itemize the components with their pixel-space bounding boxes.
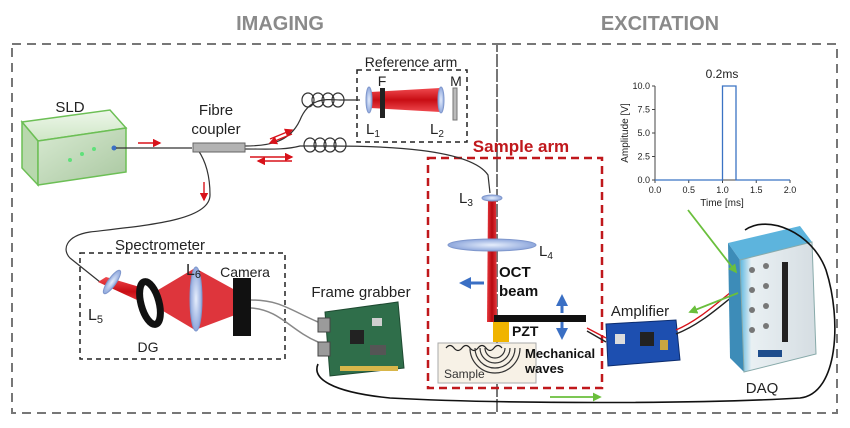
pzt-stage-bar — [494, 315, 586, 322]
y-tick-label: 10.0 — [632, 81, 650, 91]
reference-beam — [370, 88, 440, 112]
dg-label: DG — [138, 339, 159, 355]
sample-arm-box — [426, 156, 604, 390]
daq-label: DAQ — [746, 380, 779, 397]
reference-arm-label: Reference arm — [365, 54, 458, 70]
y-tick-label: 0.0 — [637, 175, 650, 185]
camera-cable — [250, 299, 319, 343]
fibre-coupler — [192, 142, 246, 153]
filter-label: F — [378, 73, 387, 89]
daq-device — [728, 226, 817, 373]
light-direction-arrows — [138, 128, 294, 202]
fibre-coupler-label-line2: coupler — [191, 121, 240, 138]
pulse-chart: 0.0 0.5 1.0 1.5 2.0 0.0 2.5 5.0 7.5 10.0 0.2ms T… — [620, 67, 796, 209]
lens-l3-label: L3 — [459, 190, 473, 209]
lens-l5 — [102, 269, 122, 295]
spectrometer-box — [79, 252, 286, 360]
chart-y-label: Amplitude [V] — [620, 103, 631, 163]
x-tick-label: 0.0 — [649, 185, 662, 195]
diffraction-grating-dg — [136, 278, 164, 328]
camera-sensor — [233, 278, 251, 336]
pzt-actuator — [493, 322, 509, 342]
fibre-coupler-label-line1: Fibre — [199, 102, 233, 119]
amplifier-label: Amplifier — [611, 303, 669, 320]
lens-l2-label: L2 — [430, 121, 444, 140]
lens-l4-label: L4 — [539, 243, 553, 262]
mechanical-waves-label-line2: waves — [524, 361, 564, 376]
chart-x-label: Time [ms] — [700, 198, 744, 209]
y-tick-label: 7.5 — [637, 105, 650, 115]
oct-beam-vertical — [487, 198, 497, 322]
y-tick-label: 2.5 — [637, 152, 650, 162]
oct-beam-label-line1: OCT — [499, 264, 531, 281]
lens-l3 — [481, 194, 503, 202]
excitation-header: EXCITATION — [601, 13, 719, 35]
y-tick-label: 5.0 — [637, 128, 650, 138]
imaging-frame — [11, 43, 498, 414]
mechanical-wave-arcs — [469, 347, 521, 374]
frame-grabber-board — [317, 301, 405, 377]
sld-label: SLD — [55, 99, 84, 116]
pzt-label: PZT — [512, 323, 539, 339]
signal-arrow-daq-to-amplifier — [688, 292, 739, 314]
signal-arrow-plot-to-daq — [687, 209, 738, 274]
pulse-width-annotation: 0.2ms — [706, 67, 739, 81]
frame-grabber-label: Frame grabber — [311, 284, 410, 301]
camera-label: Camera — [220, 264, 270, 280]
imaging-header: IMAGING — [236, 13, 324, 35]
x-tick-label: 0.5 — [682, 185, 695, 195]
mirror-label: M — [450, 73, 462, 89]
sample-surface-wave — [445, 344, 503, 352]
sample-arm-label: Sample arm — [473, 137, 569, 156]
filter-f — [380, 88, 385, 118]
sld-source — [20, 109, 128, 187]
x-tick-label: 1.5 — [750, 185, 763, 195]
lens-l1 — [365, 86, 373, 114]
lens-l6 — [189, 266, 203, 332]
mirror-m — [452, 87, 458, 121]
trigger-cable — [316, 223, 836, 404]
pulse-series-line — [655, 85, 790, 181]
lens-l2 — [437, 86, 445, 114]
lens-l1-label: L1 — [366, 121, 380, 140]
lens-l6-label: L6 — [186, 262, 201, 281]
oct-beam-label-line2: beam — [499, 283, 538, 300]
mechanical-waves-label-line1: Mechanical — [525, 346, 595, 361]
excitation-frame — [496, 43, 838, 414]
x-tick-label: 1.0 — [716, 185, 729, 195]
x-tick-label: 2.0 — [784, 185, 797, 195]
amplifier-board — [605, 319, 681, 367]
sample-label: Sample — [444, 367, 485, 381]
spectrometer-label: Spectrometer — [115, 237, 205, 254]
optical-fibres — [65, 92, 491, 283]
lens-l4 — [447, 238, 537, 252]
lens-l5-label: L5 — [88, 307, 103, 326]
